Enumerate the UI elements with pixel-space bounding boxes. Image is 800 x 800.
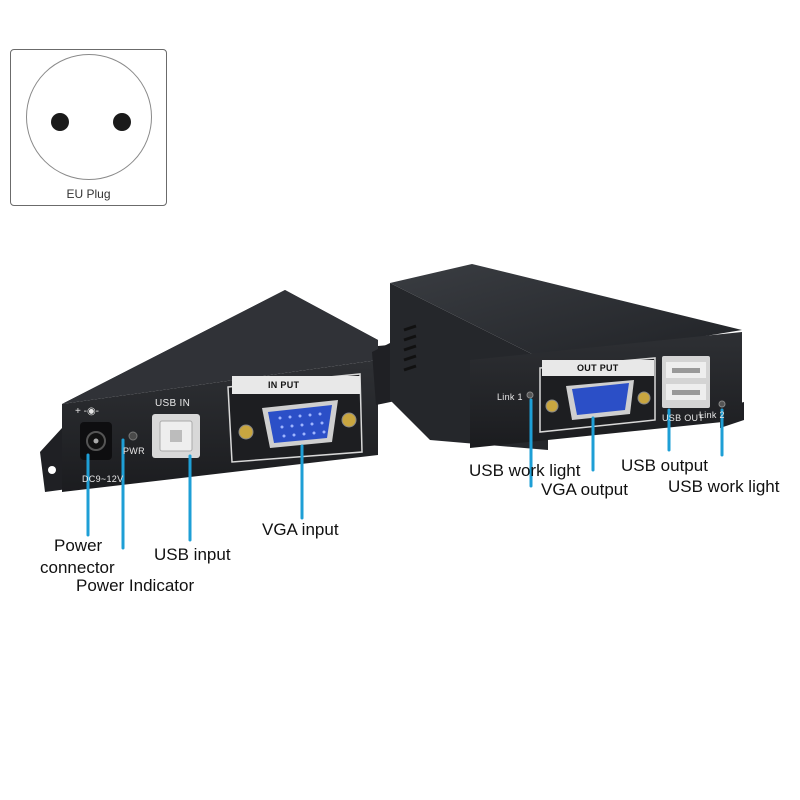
input-label: IN PUT: [268, 380, 300, 390]
callout-lines: [86, 398, 724, 550]
callout-vga-output: VGA output: [541, 480, 628, 499]
usb-in-label: USB IN: [155, 398, 191, 409]
link2-label: Link 2: [699, 410, 725, 420]
plug-pin-left: [51, 113, 69, 131]
link1-label: Link 1: [497, 392, 523, 402]
output-label: OUT PUT: [577, 363, 619, 373]
callout-usb-input: USB input: [154, 545, 231, 564]
callout-usb-work-light-1: USB work light: [469, 461, 581, 480]
sender-unit: + -◉-: [40, 290, 402, 492]
plug-pin-right: [113, 113, 131, 131]
callout-vga-input: VGA input: [262, 520, 339, 539]
callout-power-connector: Power: [54, 536, 103, 555]
callout-usb-output: USB output: [621, 456, 708, 475]
callout-power-indicator: Power Indicator: [76, 576, 195, 595]
svg-text:+ -◉-: + -◉-: [75, 406, 99, 417]
eu-plug-socket-icon: [26, 54, 152, 180]
eu-plug-label: EU Plug: [66, 187, 111, 201]
pwr-label: PWR: [123, 446, 145, 456]
dc-label: DC9~12V: [82, 474, 124, 484]
usb-out-label: USB OUT: [662, 413, 705, 423]
callout-power-connector-2: connector: [40, 558, 115, 577]
receiver-unit: [372, 264, 744, 450]
eu-plug-panel: EU Plug: [10, 49, 167, 206]
callout-usb-work-light-2: USB work light: [668, 477, 780, 496]
